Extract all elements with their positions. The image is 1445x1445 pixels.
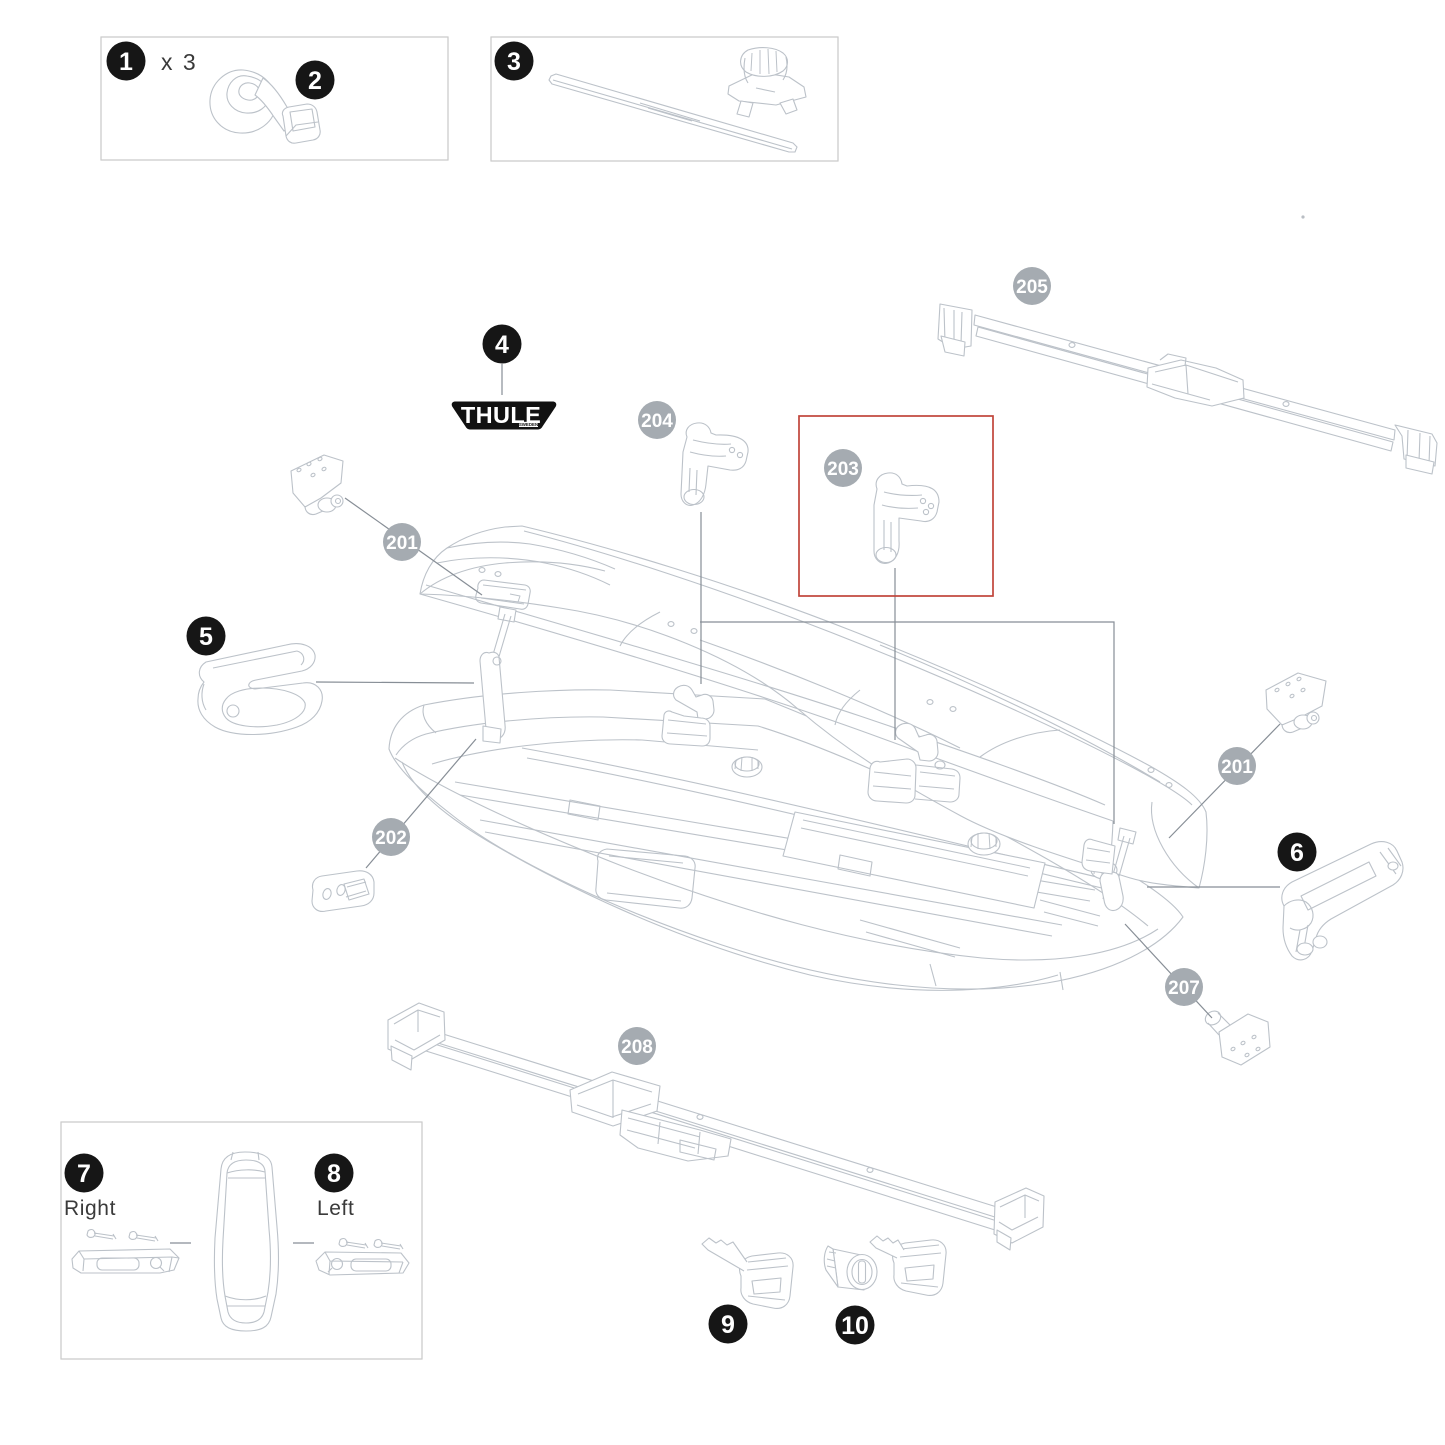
svg-text:1: 1 bbox=[119, 48, 133, 76]
svg-text:4: 4 bbox=[495, 331, 509, 359]
svg-text:6: 6 bbox=[1290, 839, 1304, 867]
svg-text:5: 5 bbox=[199, 623, 213, 651]
svg-text:7: 7 bbox=[77, 1160, 91, 1188]
svg-text:Right: Right bbox=[64, 1197, 116, 1220]
svg-text:205: 205 bbox=[1016, 277, 1048, 298]
svg-text:202: 202 bbox=[375, 828, 407, 849]
svg-text:208: 208 bbox=[621, 1037, 653, 1058]
svg-text:9: 9 bbox=[721, 1311, 735, 1339]
svg-text:x 3: x 3 bbox=[161, 49, 198, 75]
svg-text:SWEDEN: SWEDEN bbox=[519, 422, 538, 427]
svg-text:201: 201 bbox=[1221, 757, 1253, 778]
svg-text:203: 203 bbox=[827, 459, 859, 480]
svg-text:3: 3 bbox=[507, 48, 521, 76]
svg-text:2: 2 bbox=[308, 67, 322, 95]
svg-text:10: 10 bbox=[841, 1312, 869, 1340]
svg-text:207: 207 bbox=[1168, 978, 1200, 999]
svg-text:204: 204 bbox=[641, 411, 673, 432]
svg-text:Left: Left bbox=[317, 1197, 354, 1220]
svg-text:8: 8 bbox=[327, 1160, 341, 1188]
svg-text:201: 201 bbox=[386, 533, 418, 554]
